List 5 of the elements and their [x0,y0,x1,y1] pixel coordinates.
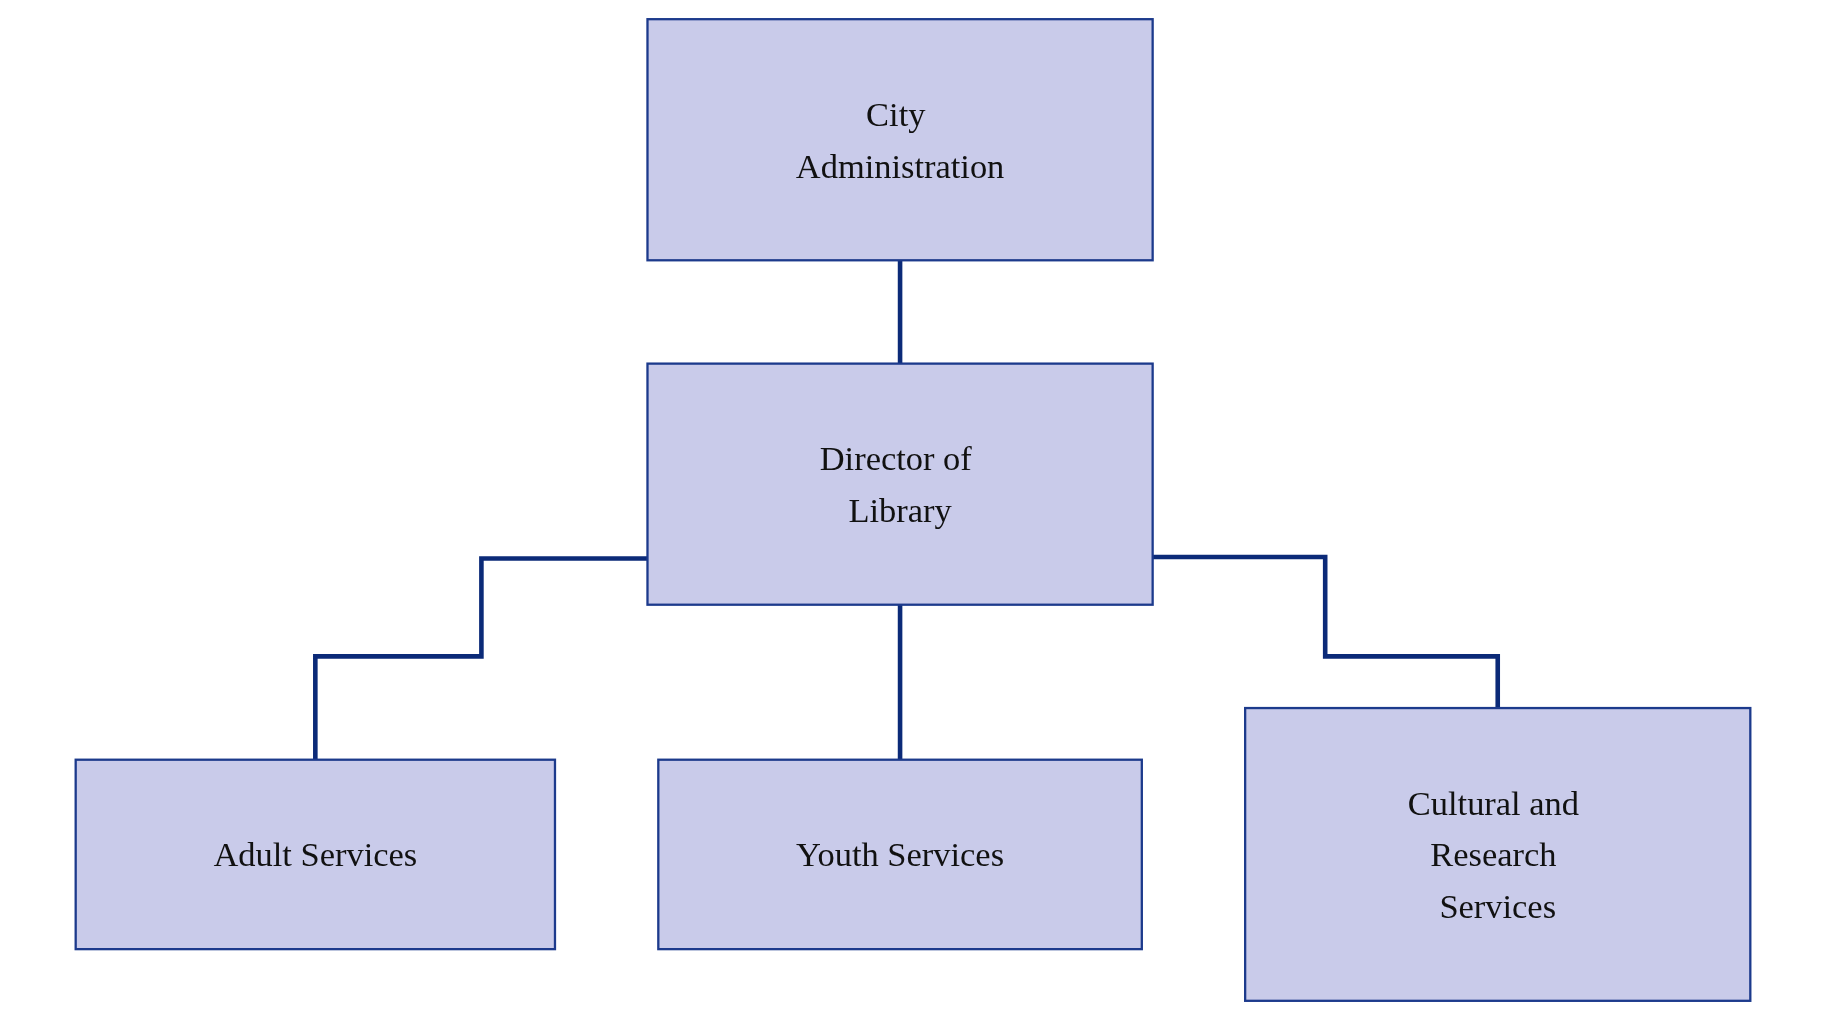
node-box: City Administration [646,18,1154,262]
node-box: Director of Library [646,362,1154,606]
node-box: Cultural and Research Services [1244,706,1752,1002]
node-box: Youth Services [657,758,1143,951]
node-box: Adult Services [74,758,557,951]
